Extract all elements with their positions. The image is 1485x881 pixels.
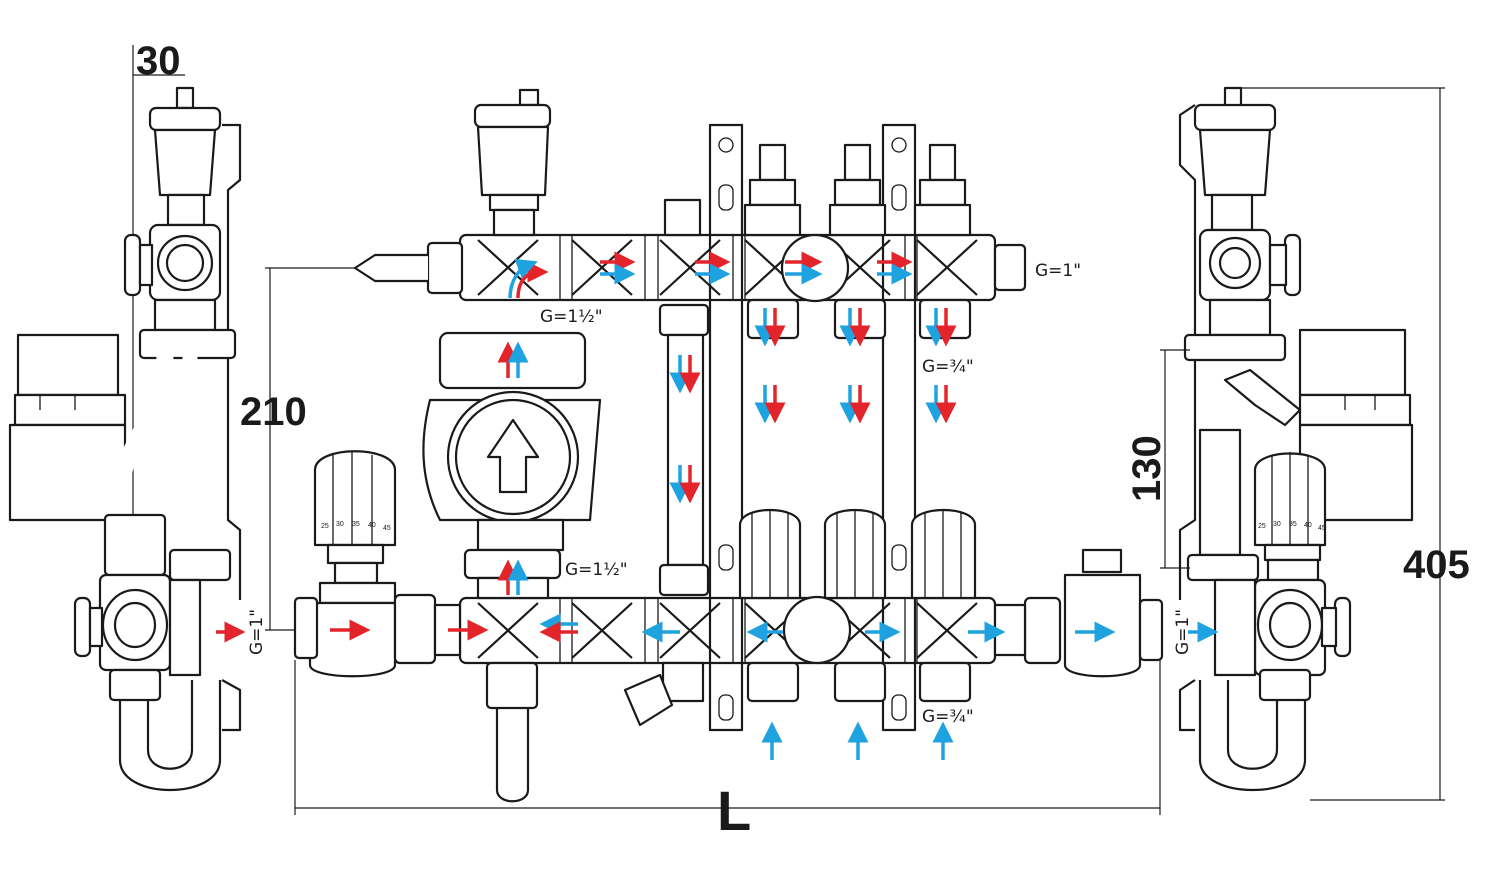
left-thermostat-scale: 25 30 35 40 45 xyxy=(321,521,391,532)
svg-text:25: 25 xyxy=(1258,523,1266,530)
pump-flow-arrow-icon xyxy=(486,418,540,494)
thread-label-pump-bottom: G=1½" xyxy=(565,560,628,580)
flow-arrows xyxy=(330,251,1116,760)
thread-label-circuit-supply: G=¾" xyxy=(922,357,974,377)
svg-text:45: 45 xyxy=(383,525,391,532)
thread-label-pump-top: G=1½" xyxy=(540,307,603,327)
svg-text:40: 40 xyxy=(368,522,376,529)
dimension-lines xyxy=(133,74,1445,815)
dim-210: 210 xyxy=(240,390,307,434)
dim-405: 405 xyxy=(1403,543,1470,587)
svg-text:25: 25 xyxy=(321,523,329,530)
thread-label-circuit-return: G=¾" xyxy=(922,707,974,727)
svg-text:40: 40 xyxy=(1304,522,1312,529)
thread-label-inlet-side: G=1" xyxy=(247,609,267,655)
svg-text:35: 35 xyxy=(1289,521,1297,528)
pump-motor-head xyxy=(438,331,587,390)
manifold-front-view xyxy=(293,88,1164,803)
svg-text:30: 30 xyxy=(1273,521,1281,528)
svg-text:30: 30 xyxy=(336,521,344,528)
flowmeter-caps xyxy=(743,143,972,237)
svg-text:45: 45 xyxy=(1318,525,1326,532)
thread-label-top-right: G=1" xyxy=(1035,261,1081,281)
dim-30: 30 xyxy=(136,39,181,83)
thread-label-outlet-side: G=1" xyxy=(1173,609,1193,655)
svg-text:35: 35 xyxy=(352,521,360,528)
dim-130: 130 xyxy=(1125,435,1169,502)
right-side-view xyxy=(1178,86,1414,792)
right-thermostat-scale: 25 30 35 40 45 xyxy=(1258,521,1326,532)
dim-L: L xyxy=(717,779,751,842)
left-side-view xyxy=(8,45,246,792)
